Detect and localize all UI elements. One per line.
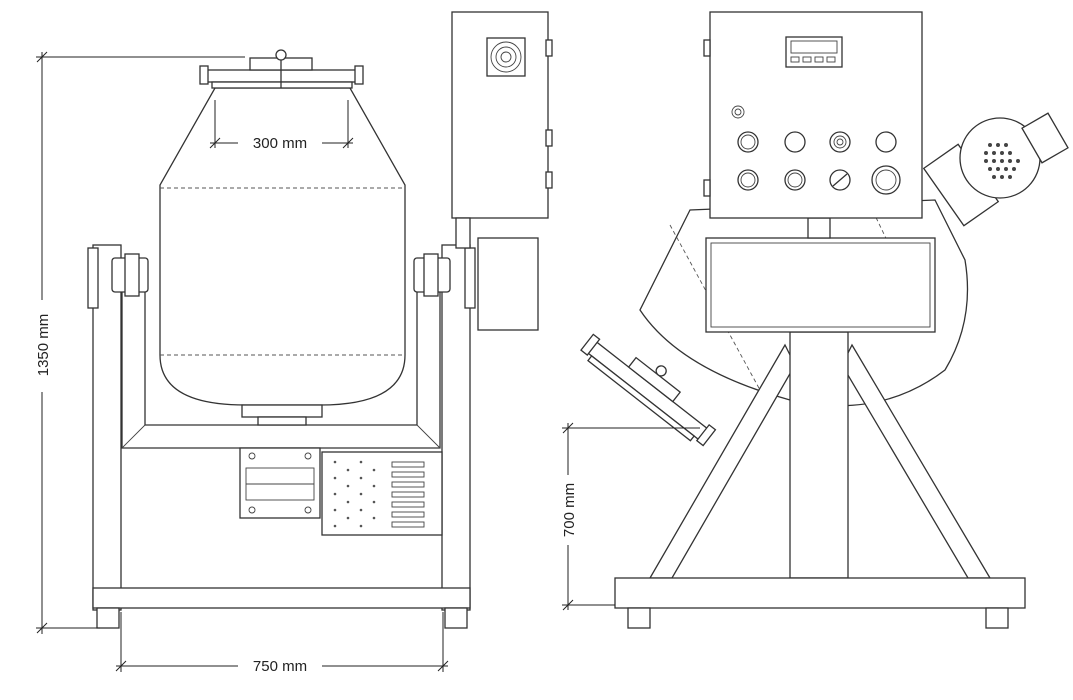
drum-panel <box>705 237 936 333</box>
dim-750: 750 mm <box>253 658 307 675</box>
lamp <box>784 131 806 153</box>
display <box>785 36 843 68</box>
junction-box <box>477 237 539 331</box>
vent-slots <box>391 461 425 528</box>
front-view: 300 mm <box>35 11 553 675</box>
tilted-lid <box>580 333 717 447</box>
base <box>614 577 1026 609</box>
dim-700: 700 mm <box>561 483 578 537</box>
motor-housing <box>321 451 443 536</box>
base-bar <box>92 587 471 609</box>
fan-icon <box>486 37 526 77</box>
motor-vent-dots <box>984 143 1020 179</box>
side-view: 700 mm <box>561 11 1069 629</box>
vent-dots <box>333 460 376 528</box>
foot <box>627 607 651 629</box>
dim-1350: 1350 mm <box>35 314 52 377</box>
foot <box>985 607 1009 629</box>
dim-300: 300 mm <box>253 135 307 152</box>
lid <box>204 69 361 83</box>
indicator-icon <box>731 105 745 119</box>
switch <box>829 131 851 153</box>
lamp <box>875 131 897 153</box>
foot <box>96 607 120 629</box>
pedestal-column <box>789 331 849 579</box>
foot <box>444 607 468 629</box>
gearbox <box>239 447 321 519</box>
drum-flange <box>241 404 323 418</box>
